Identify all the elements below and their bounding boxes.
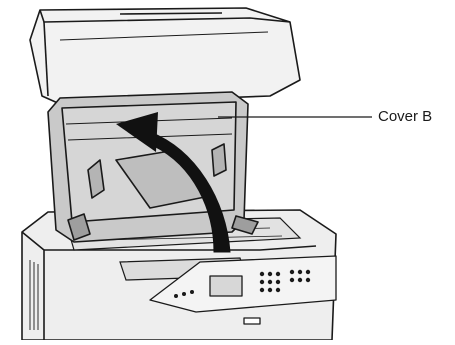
scanner-lid <box>30 8 300 104</box>
lcd-screen <box>210 276 242 296</box>
callout-label-cover-b: Cover B <box>378 108 432 125</box>
